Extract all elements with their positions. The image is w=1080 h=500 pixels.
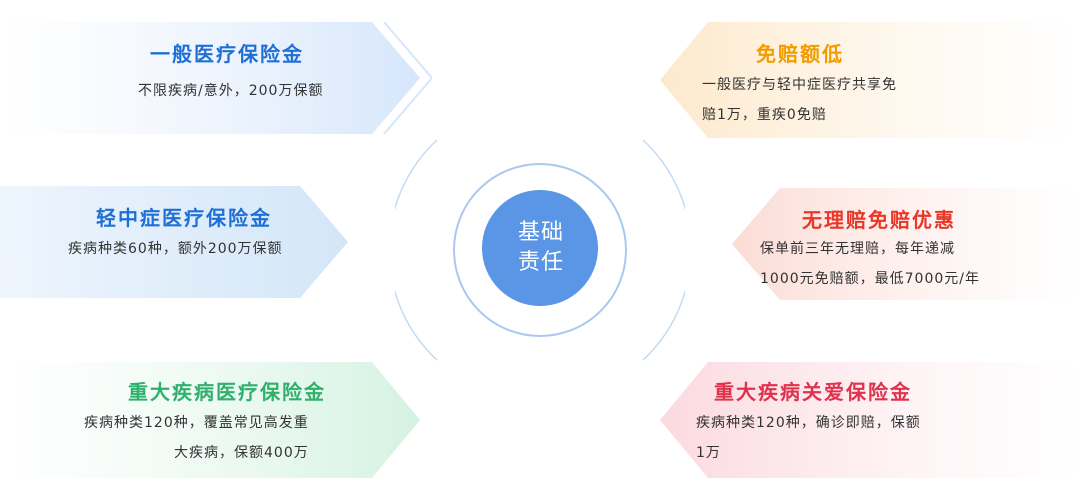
card-general-medical-title: 一般医疗保险金 — [150, 42, 304, 66]
card-critical-care-title: 重大疾病关爱保险金 — [714, 380, 912, 404]
card-critical-medical: 重大疾病医疗保险金 疾病种类120种，覆盖常见高发重 大疾病，保额400万 — [0, 362, 432, 478]
center-arc-right — [642, 139, 685, 361]
card-critical-medical-shape — [0, 362, 420, 478]
center-label: 基础 责任 — [483, 190, 599, 306]
center-arc-left — [395, 139, 438, 361]
card-critical-medical-desc-line2: 大疾病，保额400万 — [174, 445, 309, 461]
card-low-deductible: 免赔额低 一般医疗与轻中症医疗共享免 赔1万，重疾0免赔 — [648, 22, 1080, 138]
card-low-deductible-title: 免赔额低 — [756, 42, 844, 66]
card-mild-medical-shape — [0, 186, 348, 298]
card-no-claim-discount-desc-line2: 1000元免赔额，最低7000元/年 — [760, 271, 980, 287]
card-mild-medical: 轻中症医疗保险金 疾病种类60种，额外200万保额 — [0, 186, 360, 298]
card-critical-care-shape — [660, 362, 1080, 478]
card-critical-care-desc: 疾病种类120种，确诊即赔，保额 1万 — [696, 408, 921, 468]
card-low-deductible-desc: 一般医疗与轻中症医疗共享免 赔1万，重疾0免赔 — [702, 70, 897, 130]
card-no-claim-discount-desc-line1: 保单前三年无理赔，每年递减 — [760, 241, 955, 257]
card-low-deductible-shape — [660, 22, 1080, 138]
card-critical-medical-desc-line1: 疾病种类120种，覆盖常见高发重 — [84, 415, 309, 431]
card-low-deductible-desc-line2: 赔1万，重疾0免赔 — [702, 107, 827, 123]
card-critical-care-desc-line2: 1万 — [696, 445, 721, 461]
card-critical-care-desc-line1: 疾病种类120种，确诊即赔，保额 — [696, 415, 921, 431]
card-mild-medical-desc-line1: 疾病种类60种，额外200万保额 — [68, 241, 283, 257]
card-general-medical: 一般医疗保险金 不限疾病/意外，200万保额 — [0, 22, 432, 134]
center-label-line1: 基础 — [517, 220, 564, 245]
card-mild-medical-title: 轻中症医疗保险金 — [96, 206, 272, 230]
center-circle — [482, 190, 598, 306]
center-hub — [395, 139, 685, 361]
card-critical-medical-desc: 疾病种类120种，覆盖常见高发重 大疾病，保额400万 — [84, 408, 309, 468]
card-no-claim-discount-shape — [732, 188, 1080, 300]
card-no-claim-discount-title: 无理赔免赔优惠 — [802, 208, 956, 232]
card-critical-medical-title: 重大疾病医疗保险金 — [128, 380, 326, 404]
card-low-deductible-desc-line1: 一般医疗与轻中症医疗共享免 — [702, 77, 897, 93]
card-general-medical-desc-line1: 不限疾病/意外，200万保额 — [138, 83, 324, 99]
card-general-medical-shape — [0, 22, 432, 134]
card-no-claim-discount-desc: 保单前三年无理赔，每年递减 1000元免赔额，最低7000元/年 — [760, 234, 980, 294]
card-general-medical-desc: 不限疾病/意外，200万保额 — [138, 76, 323, 106]
card-critical-care: 重大疾病关爱保险金 疾病种类120种，确诊即赔，保额 1万 — [648, 362, 1080, 478]
center-label-line2: 责任 — [517, 250, 564, 275]
card-mild-medical-desc: 疾病种类60种，额外200万保额 — [68, 234, 283, 264]
card-no-claim-discount: 无理赔免赔优惠 保单前三年无理赔，每年递减 1000元免赔额，最低7000元/年 — [720, 188, 1080, 300]
